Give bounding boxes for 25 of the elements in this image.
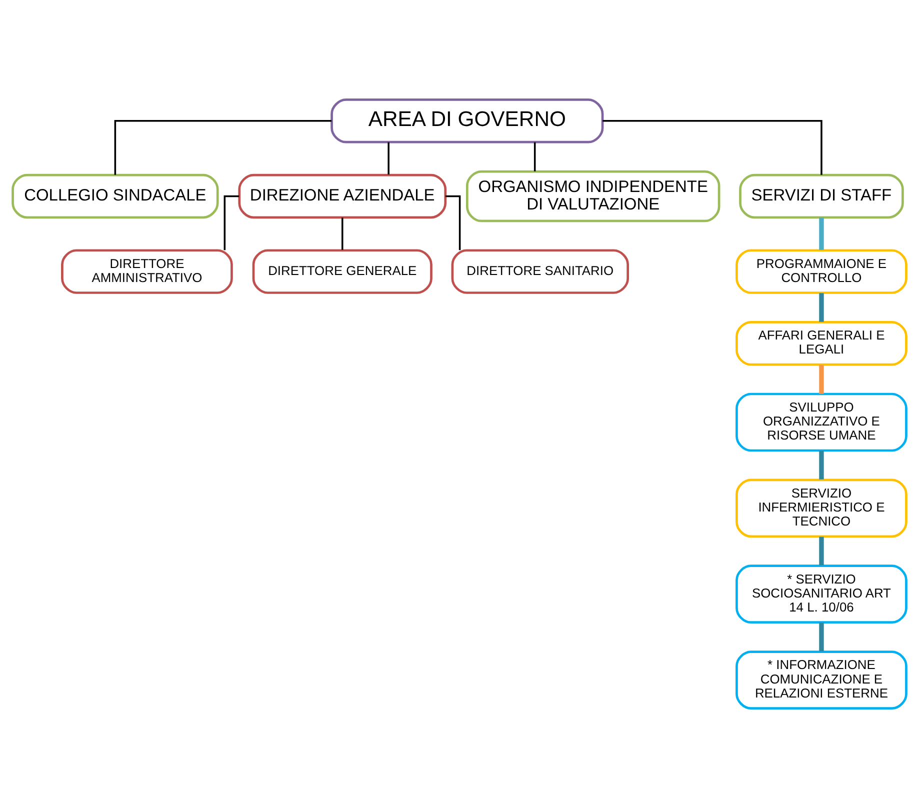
node-box: SVILUPPO ORGANIZZATIVO E RISORSE UMANE [736,392,908,452]
node-box: SERVIZIO INFERMIERISTICO E TECNICO [736,478,908,538]
node-box: DIRETTORE AMMINISTRATIVO [61,248,233,294]
node-box: * INFORMAZIONE COMUNICAZIONE E RELAZIONI ESTERNE [736,650,908,709]
connector [114,120,332,174]
node-box: COLLEGIO SINDACALE [12,173,219,218]
connector [388,142,390,174]
node-box: DIRETTORE SANITARIO [451,248,629,294]
connector [819,364,824,394]
connector [819,292,824,322]
node-box: SERVIZI DI STAFF [739,173,904,218]
connector [819,450,824,479]
node-box: * SERVIZIO SOCIOSANITARIO ART 14 L. 10/06 [736,564,908,624]
connector [534,142,536,171]
connector [819,536,824,565]
node-box: AFFARI GENERALI E LEGALI [736,320,908,366]
node-box: ORGANISMO INDIPENDENTE DI VALUTAZIONE [466,170,720,222]
connector [342,217,344,250]
node-box: DIRETTORE GENERALE [252,248,432,294]
connector [819,622,824,651]
node-box: AREA DI GOVERNO [330,98,604,143]
connector [819,217,824,250]
connector [602,120,822,174]
node-box: PROGRAMMAIONE E CONTROLLO [736,248,908,294]
node-box: DIREZIONE AZIENDALE [238,173,447,218]
